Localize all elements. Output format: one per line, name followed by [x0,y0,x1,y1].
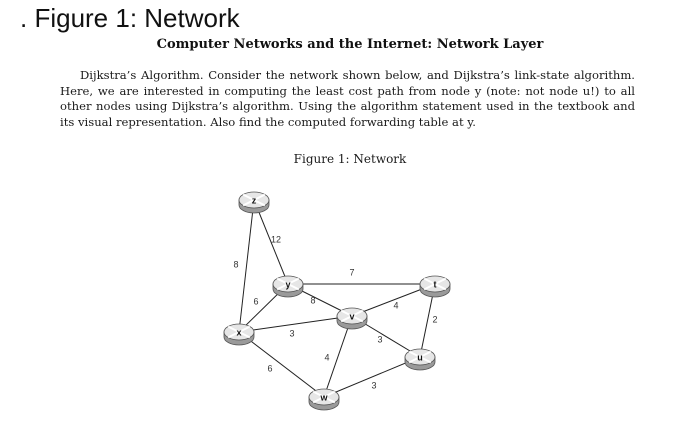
link-weight-y-v: 8 [310,295,315,305]
router-v: v [336,307,368,330]
router-x: x [223,323,255,346]
link-z-y [253,199,289,285]
link-x-v [238,315,353,333]
link-w-u [323,356,421,398]
link-weight-z-y: 12 [271,234,281,244]
router-label-v: v [349,311,354,321]
link-weight-v-w: 4 [324,352,329,362]
link-weight-w-u: 3 [371,380,376,390]
link-v-w [323,315,353,398]
router-label-y: y [285,279,290,289]
link-weight-z-x: 8 [233,259,238,269]
router-label-z: z [252,195,257,205]
document-subtitle: Computer Networks and the Internet: Netw… [156,37,544,52]
link-weight-x-w: 6 [267,363,272,373]
link-x-w [238,331,325,398]
router-w: w [308,388,340,411]
link-weight-v-u: 3 [377,334,382,344]
router-z: z [238,191,270,214]
link-z-x [238,199,255,333]
page-heading: . Figure 1: Network [20,3,240,33]
link-weight-v-t: 4 [393,300,398,310]
router-label-t: t [434,279,437,289]
router-label-w: w [319,392,328,402]
problem-statement: Dijkstra’s Algorithm. Consider the netwo… [60,68,635,129]
router-label-x: x [236,327,241,337]
router-t: t [419,275,451,298]
router-u: u [404,348,436,371]
figure-caption: Figure 1: Network [293,152,407,166]
router-label-u: u [417,352,423,362]
link-weight-y-t: 7 [349,267,354,277]
link-weight-y-x: 6 [253,296,258,306]
link-weight-x-v: 3 [289,328,294,338]
link-weight-t-u: 2 [432,314,437,324]
router-y: y [272,275,304,298]
